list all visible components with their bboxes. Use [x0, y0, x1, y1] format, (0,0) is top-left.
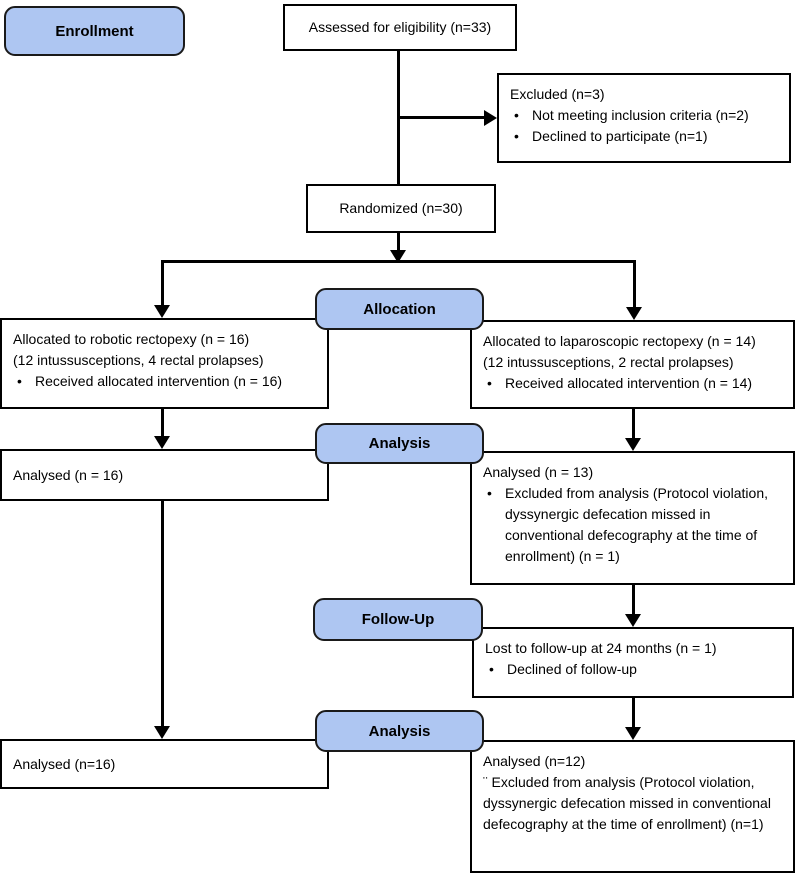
enrollment-stage-text: Enrollment	[55, 22, 134, 40]
excluded-bullet-2-text: Declined to participate (n=1)	[532, 128, 708, 144]
lost-to-followup-box: Lost to follow-up at 24 months (n = 1) •…	[472, 627, 794, 698]
allocation-stage-label: Allocation	[315, 288, 484, 330]
excluded-box: Excluded (n=3) • Not meeting inclusion c…	[497, 73, 791, 163]
bullet-icon: •	[487, 485, 492, 501]
bullet-icon: •	[514, 128, 519, 144]
connector-to-excluded	[397, 116, 486, 119]
connector-analysedright-to-lost	[632, 585, 635, 616]
lost-to-followup-title: Lost to follow-up at 24 months (n = 1)	[485, 640, 717, 656]
analysed-left-box-1: Analysed (n = 16)	[0, 449, 329, 501]
analysed-right-box-1: Analysed (n = 13) • Excluded from analys…	[470, 451, 795, 585]
allocated-robotic-bullet-text: Received allocated intervention (n = 16)	[35, 373, 283, 389]
analysed-right-1-title: Analysed (n = 13)	[483, 464, 594, 480]
arrow-down-icon	[390, 250, 406, 263]
connector-allocright-to-analysed	[632, 409, 635, 440]
arrow-down-icon	[625, 438, 641, 451]
lost-to-followup-bullet: • Declined of follow-up	[485, 659, 781, 680]
excluded-title: Excluded (n=3)	[510, 86, 605, 102]
arrow-down-icon	[154, 436, 170, 449]
randomized-box: Randomized (n=30)	[306, 184, 496, 233]
analysis-stage-label-1: Analysis	[315, 423, 484, 464]
analysis-stage-text-2: Analysis	[368, 722, 431, 740]
allocated-robotic-bullet: • Received allocated intervention (n = 1…	[13, 371, 316, 392]
analysed-right-2-title: Analysed (n=12)	[483, 753, 586, 769]
analysed-left-box-2: Analysed (n=16)	[0, 739, 329, 789]
randomized-text: Randomized (n=30)	[339, 200, 463, 216]
connector-lost-to-final	[632, 698, 635, 729]
connector-branch-to-alloc-left	[161, 260, 164, 307]
allocated-laparoscopic-bullet: • Received allocated intervention (n = 1…	[483, 373, 782, 394]
allocated-robotic-line1: Allocated to robotic rectopexy (n = 16)	[13, 331, 250, 347]
arrow-down-icon	[154, 305, 170, 318]
analysis-stage-label-2: Analysis	[315, 710, 484, 752]
analysed-right-1-bullet: • Excluded from analysis (Protocol viola…	[483, 483, 782, 567]
assessed-eligibility-text: Assessed for eligibility (n=33)	[308, 19, 492, 35]
allocated-robotic-box: Allocated to robotic rectopexy (n = 16) …	[0, 318, 329, 409]
excluded-bullet-1: • Not meeting inclusion criteria (n=2)	[510, 105, 778, 126]
excluded-bullet-2: • Declined to participate (n=1)	[510, 126, 778, 147]
allocated-laparoscopic-box: Allocated to laparoscopic rectopexy (n =…	[470, 320, 795, 409]
allocated-robotic-line2: (12 intussusceptions, 4 rectal prolapses…	[13, 352, 264, 368]
bullet-icon: •	[514, 107, 519, 123]
enrollment-stage-label: Enrollment	[4, 6, 185, 56]
followup-stage-text: Follow-Up	[361, 611, 435, 628]
analysed-right-2-line2: ¨ Excluded from analysis (Protocol viola…	[483, 774, 771, 832]
assessed-eligibility-box: Assessed for eligibility (n=33)	[283, 4, 517, 51]
analysed-left-2-text: Analysed (n=16)	[13, 755, 116, 772]
allocated-laparoscopic-line1: Allocated to laparoscopic rectopexy (n =…	[483, 333, 756, 349]
arrow-right-icon	[484, 110, 497, 126]
arrow-down-icon	[154, 726, 170, 739]
bullet-icon: •	[17, 373, 22, 389]
arrow-down-icon	[626, 307, 642, 320]
analysed-left-1-text: Analysed (n = 16)	[13, 466, 124, 483]
connector-allocleft-to-analysed	[161, 409, 164, 438]
bullet-icon: •	[487, 375, 492, 391]
allocated-laparoscopic-bullet-text: Received allocated intervention (n = 14)	[505, 375, 753, 391]
connector-analysedleft-to-final	[161, 501, 164, 728]
allocation-stage-text: Allocation	[363, 300, 436, 318]
connector-branch-horizontal	[161, 260, 636, 263]
excluded-bullet-1-text: Not meeting inclusion criteria (n=2)	[532, 107, 749, 123]
bullet-icon: •	[489, 661, 494, 677]
lost-to-followup-bullet-text: Declined of follow-up	[507, 661, 637, 677]
followup-stage-label: Follow-Up	[313, 598, 483, 641]
connector-branch-to-alloc-right	[633, 260, 636, 309]
arrow-down-icon	[625, 727, 641, 740]
arrow-down-icon	[625, 614, 641, 627]
connector-randomized-to-branch	[397, 232, 400, 252]
analysed-right-box-2: Analysed (n=12) ¨ Excluded from analysis…	[470, 740, 795, 873]
analysed-right-1-bullet-text: Excluded from analysis (Protocol violati…	[505, 485, 769, 564]
analysis-stage-text-1: Analysis	[368, 435, 431, 452]
allocated-laparoscopic-line2: (12 intussusceptions, 2 rectal prolapses…	[483, 354, 734, 370]
